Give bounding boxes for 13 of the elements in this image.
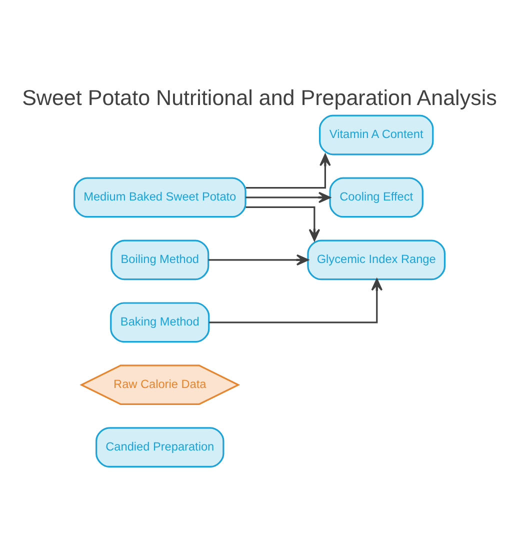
arrow (246, 191, 331, 203)
node-box: Boiling Method (110, 239, 210, 280)
arrow (246, 153, 331, 188)
arrow (208, 254, 309, 266)
arrow (246, 206, 320, 241)
node-box: Vitamin A Content (319, 114, 434, 155)
node-box: Glycemic Index Range (307, 239, 446, 280)
node-box: Cooling Effect (329, 176, 424, 218)
node-box: Baking Method (110, 302, 210, 342)
arrow (209, 278, 383, 323)
diagram-title: Sweet Potato Nutritional and Preparation Analysis (22, 85, 497, 110)
node-box: Candied Preparation (96, 426, 224, 467)
node-box: Medium Baked Sweet Potato (73, 176, 246, 218)
